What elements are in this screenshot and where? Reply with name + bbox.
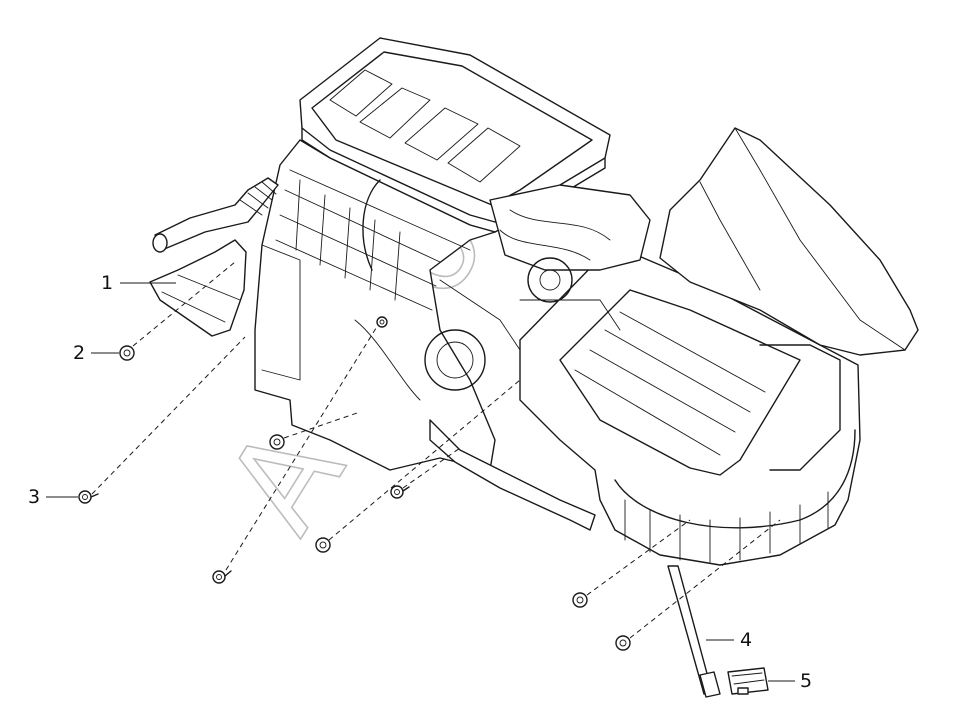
heater-housing	[149, 37, 919, 698]
bolt-a	[212, 570, 232, 584]
nut-e	[376, 316, 388, 328]
pipe-bracket	[149, 239, 247, 337]
callout-5-label: 5	[800, 670, 812, 692]
actuator-cluster	[424, 184, 651, 391]
callout-3-label: 3	[28, 486, 40, 508]
callout-1: 1	[101, 272, 176, 294]
nut-d	[615, 635, 631, 651]
assembly-lines	[91, 261, 781, 639]
bolt-part-3	[78, 490, 99, 504]
callout-5: 5	[768, 670, 812, 692]
resistor-part-5	[727, 667, 769, 695]
nut-b	[315, 537, 331, 553]
air-duct	[659, 127, 919, 356]
callout-3: 3	[28, 486, 78, 508]
callouts: 1 2 3 4 5	[28, 272, 812, 692]
nut-part-2	[119, 345, 135, 361]
heater-hose	[154, 177, 279, 251]
callout-4-label: 4	[740, 629, 752, 651]
callout-1-label: 1	[101, 272, 113, 294]
fasteners	[78, 316, 631, 651]
drain-tray	[429, 419, 596, 531]
callout-4: 4	[706, 629, 752, 651]
callout-2-label: 2	[73, 342, 85, 364]
callout-2: 2	[73, 342, 119, 364]
bolt-b	[390, 485, 410, 499]
nut-c	[572, 592, 588, 608]
nut-a	[269, 434, 285, 450]
